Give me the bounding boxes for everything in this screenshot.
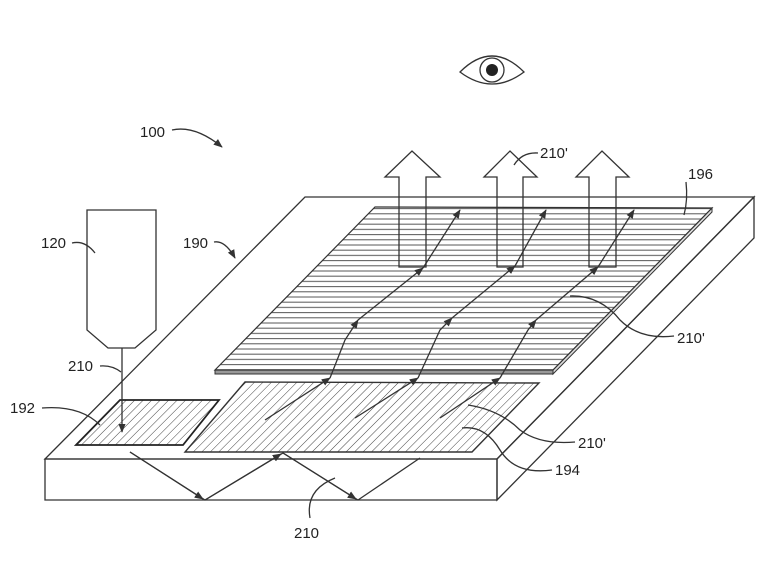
label-in-coupler: 192 xyxy=(10,400,35,417)
label-output-light-right: 210' xyxy=(677,330,705,347)
eye-icon xyxy=(459,55,525,85)
zigzag-arrow xyxy=(282,452,357,500)
label-guided-light: 210 xyxy=(294,525,319,542)
in-coupler-grating xyxy=(73,399,221,446)
expander-grating xyxy=(183,381,541,453)
label-waveguide: 190 xyxy=(183,235,208,252)
label-out-coupler: 196 xyxy=(688,166,713,183)
out-coupler-grating xyxy=(213,206,714,376)
light-source-projector xyxy=(86,209,157,349)
label-output-light-mid: 210' xyxy=(578,435,606,452)
zigzag-arrow xyxy=(204,453,282,501)
label-output-light-top: 210' xyxy=(540,145,568,162)
label-input-light: 210 xyxy=(68,358,93,375)
zigzag-arrow xyxy=(129,451,204,500)
label-expander: 194 xyxy=(555,462,580,479)
label-source: 120 xyxy=(41,235,66,252)
leader-lines xyxy=(41,128,688,519)
label-system: 100 xyxy=(140,124,165,141)
waveguide-slab xyxy=(43,195,756,502)
output-arrows xyxy=(383,150,631,268)
